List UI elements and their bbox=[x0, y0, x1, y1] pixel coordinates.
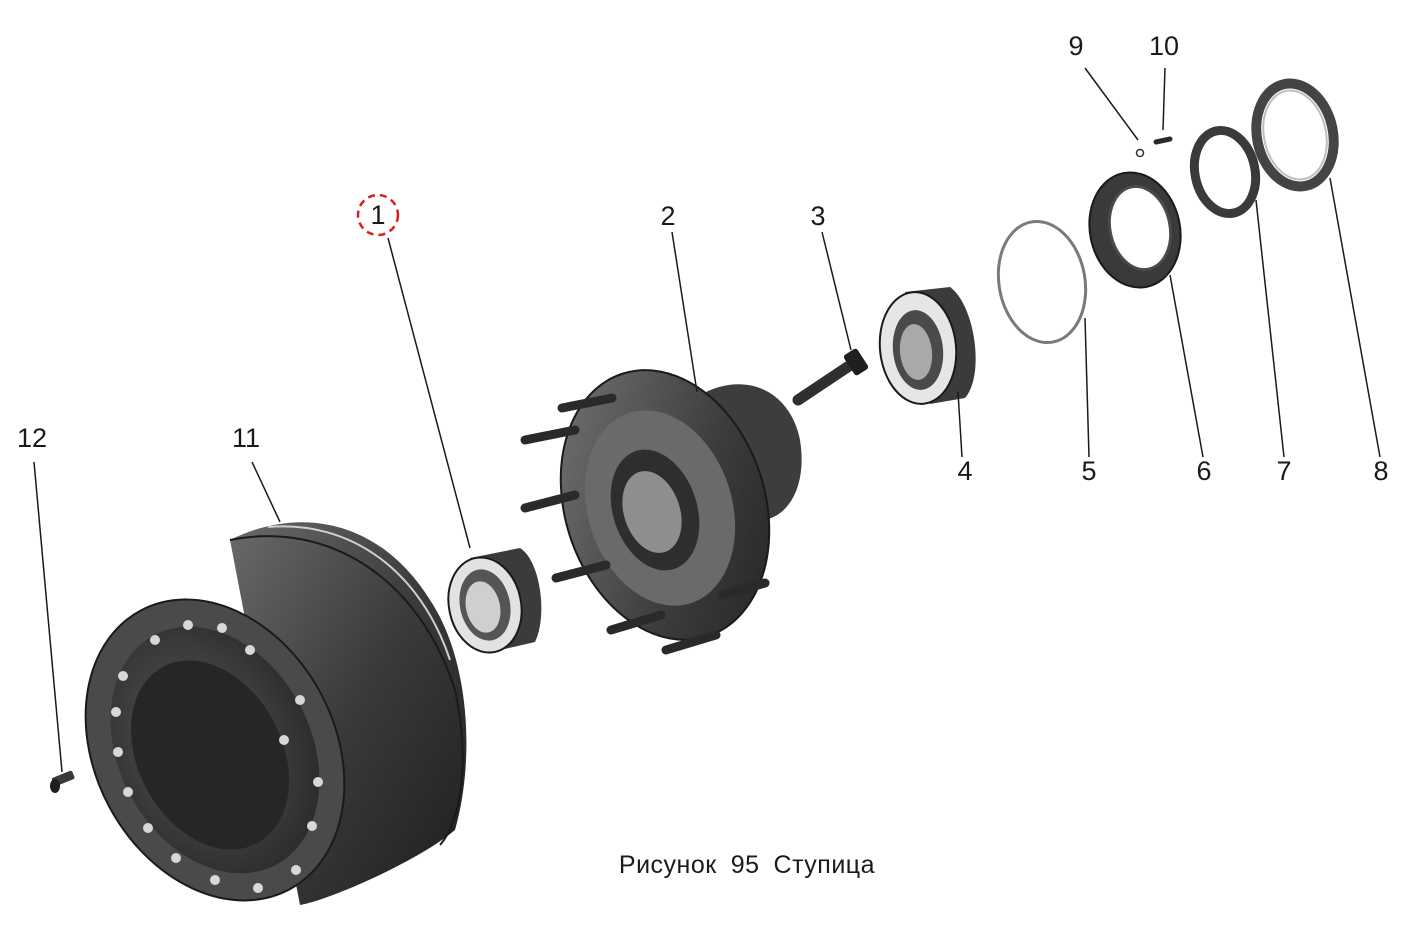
leader-line-7 bbox=[1255, 199, 1285, 458]
outer-bearing-part bbox=[878, 287, 976, 405]
leader-line-1 bbox=[387, 237, 471, 549]
highlight-circle bbox=[356, 193, 400, 237]
leader-line-6 bbox=[1169, 274, 1204, 458]
gasket-ring-part bbox=[996, 219, 1088, 345]
brake-drum-part bbox=[84, 522, 467, 905]
leader-line-4 bbox=[957, 391, 963, 458]
callout-6: 6 bbox=[1196, 456, 1211, 486]
callout-numbers: 1 2 3 4 5 6 7 8 9 10 11 12 bbox=[17, 31, 1389, 486]
callout-8: 8 bbox=[1373, 456, 1388, 486]
callout-3: 3 bbox=[810, 201, 825, 231]
leader-line-5 bbox=[1084, 317, 1090, 458]
callout-7: 7 bbox=[1276, 456, 1291, 486]
stud-bolt-part bbox=[792, 348, 869, 406]
callout-5: 5 bbox=[1081, 456, 1096, 486]
callout-11: 11 bbox=[232, 423, 260, 453]
leader-line-8 bbox=[1329, 177, 1381, 458]
leader-line-2 bbox=[671, 231, 698, 393]
leader-line-12 bbox=[33, 461, 63, 773]
callout-9: 9 bbox=[1068, 31, 1083, 61]
callout-2: 2 bbox=[660, 201, 675, 231]
callout-10: 10 bbox=[1149, 31, 1179, 61]
caption-title: Ступица bbox=[773, 851, 876, 879]
pin-part bbox=[1153, 136, 1173, 145]
leader-line-3 bbox=[821, 231, 852, 351]
inner-bearing-part bbox=[447, 548, 542, 654]
callout-1: 1 bbox=[370, 200, 385, 230]
figure-caption: Рисунок 95 Ступица bbox=[604, 822, 889, 880]
leader-line-11 bbox=[251, 461, 281, 523]
callout-12: 12 bbox=[17, 423, 47, 453]
screw-part bbox=[50, 770, 75, 793]
ring-part bbox=[1189, 125, 1261, 219]
wheel-hub-part bbox=[520, 369, 802, 655]
callout-4: 4 bbox=[957, 456, 972, 486]
seal-part bbox=[1088, 171, 1182, 289]
caption-number: 95 bbox=[730, 851, 760, 879]
leader-line-9 bbox=[1084, 67, 1139, 141]
leader-lines bbox=[33, 67, 1381, 773]
caption-word: Рисунок bbox=[618, 851, 717, 879]
outer-ring-part bbox=[1251, 78, 1339, 192]
ball-part bbox=[1135, 148, 1145, 158]
leader-line-10 bbox=[1162, 67, 1166, 131]
